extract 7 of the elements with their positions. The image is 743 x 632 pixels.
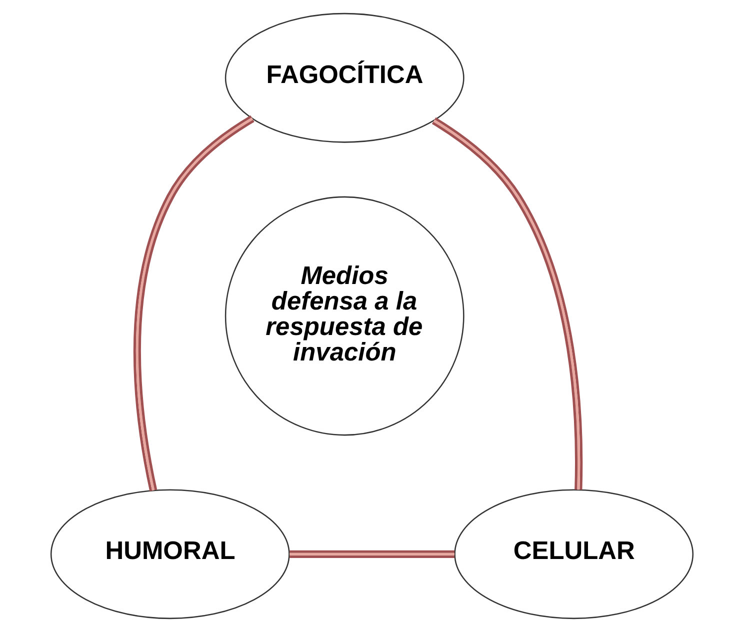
node-ellipse: CELULAR [454, 489, 694, 620]
connector [431, 117, 582, 490]
node-ellipse: FAGOCÍTICA [224, 12, 464, 143]
node-circle: Medios defensa a la respuesta de invación [224, 196, 464, 436]
node-ellipse: HUMORAL [50, 489, 290, 620]
connector [289, 550, 454, 558]
connector [132, 115, 254, 492]
